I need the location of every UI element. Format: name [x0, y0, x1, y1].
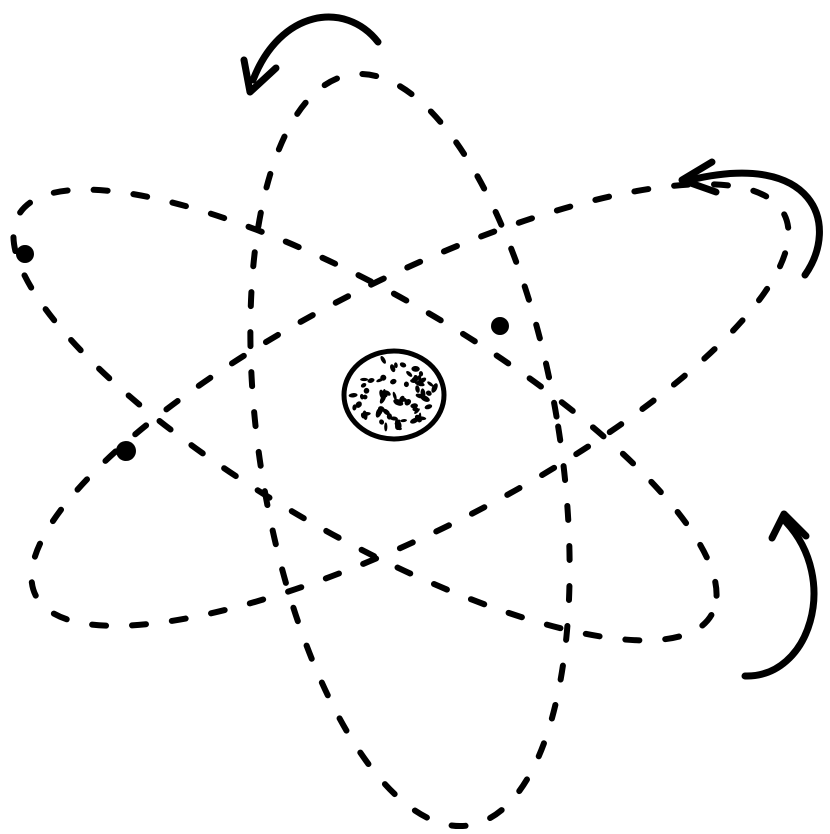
- rotation-arrow-right: [682, 162, 819, 275]
- rotation-arrow-top: [244, 17, 378, 92]
- nucleus-speck: [384, 422, 387, 431]
- electron-left: [16, 245, 34, 263]
- electron-lower-left: [116, 441, 136, 461]
- nucleus-speck: [360, 378, 368, 381]
- electron-right: [491, 317, 509, 335]
- nucleus: [344, 351, 444, 439]
- rotation-arrow-lower-right: [745, 514, 814, 676]
- orbit-vertical: [202, 51, 617, 834]
